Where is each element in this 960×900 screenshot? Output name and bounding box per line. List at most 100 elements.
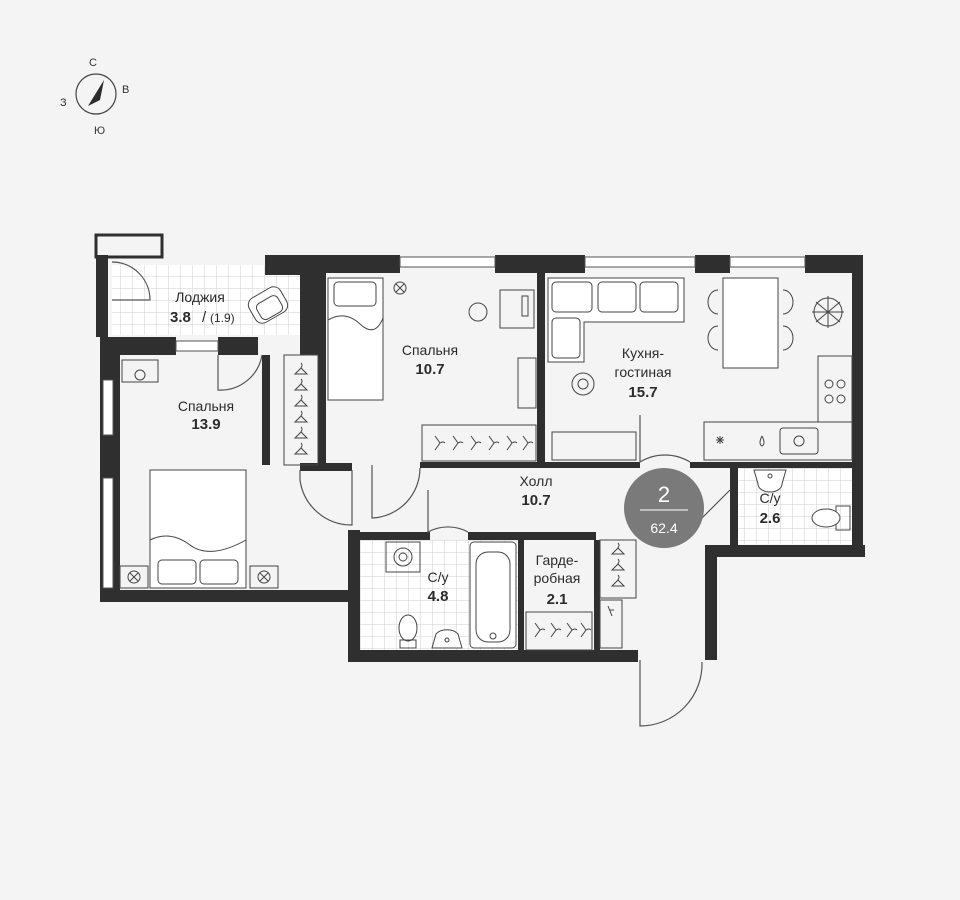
windows bbox=[102, 256, 806, 589]
hanger-icons-1 bbox=[294, 362, 308, 455]
wall-south-2 bbox=[348, 650, 638, 662]
wall-south-east bbox=[705, 545, 865, 557]
room-area: 10.7 bbox=[521, 492, 550, 509]
window-loggia-door bbox=[175, 340, 219, 352]
door-bathroom-main bbox=[427, 490, 469, 534]
umbrella-icon bbox=[607, 605, 614, 617]
room-wardrobe: Гарде- робная 2.1 bbox=[534, 552, 581, 608]
wardrobe-closet-2 bbox=[421, 424, 537, 462]
room-name-line2: гостиная bbox=[615, 364, 672, 380]
window-bedroom-small bbox=[399, 256, 496, 268]
room-area-note: (1.9) bbox=[210, 311, 235, 325]
armchair-icon bbox=[247, 286, 289, 324]
wall-bedroom-north-1 bbox=[100, 337, 176, 355]
room-kitchen-living: Кухня- гостиная 15.7 bbox=[615, 345, 672, 401]
room-area: 4.8 bbox=[428, 588, 449, 605]
furniture bbox=[119, 277, 853, 651]
kitchen-counter bbox=[703, 355, 853, 461]
wall-north-4 bbox=[695, 255, 730, 273]
sink-main-icon bbox=[431, 629, 463, 649]
room-area: 3.8 bbox=[170, 309, 191, 326]
hanger-icons-2 bbox=[434, 435, 534, 451]
wall-bath-west bbox=[348, 530, 360, 662]
desk-icon bbox=[468, 289, 535, 329]
double-bed-icon bbox=[149, 469, 247, 589]
window-bedroom-2 bbox=[102, 477, 114, 589]
total-area: 62.4 bbox=[650, 520, 677, 536]
wall-bedroom-north-2 bbox=[218, 337, 258, 355]
desk-chair-icon bbox=[121, 359, 159, 383]
wall-north-2 bbox=[320, 255, 400, 273]
wall-kitchen-divider bbox=[537, 273, 545, 463]
compass-west: З bbox=[60, 97, 67, 109]
room-area: 2.1 bbox=[547, 591, 568, 608]
wall-closet bbox=[262, 355, 270, 465]
shelf bbox=[517, 357, 537, 409]
room-hall: Холл 10.7 bbox=[520, 473, 553, 509]
coffee-table-icon bbox=[571, 372, 595, 396]
wall-loggia-east bbox=[300, 255, 322, 355]
entry-closet bbox=[599, 539, 637, 599]
compass-arrow-icon bbox=[88, 80, 104, 106]
wall-hall-2 bbox=[420, 462, 640, 468]
single-bed-icon bbox=[327, 277, 384, 401]
room-loggia: Лоджия 3.8 / (1.9) bbox=[170, 289, 235, 326]
room-bathroom-small: С/у 2.6 bbox=[760, 490, 781, 527]
room-area: 15.7 bbox=[628, 384, 657, 401]
room-name: С/у bbox=[428, 569, 449, 585]
compass-south: Ю bbox=[94, 125, 105, 137]
room-area: 2.6 bbox=[760, 510, 781, 527]
room-name: Холл bbox=[520, 473, 553, 489]
dining-table-icon bbox=[707, 277, 794, 369]
loggia-pillar bbox=[94, 233, 164, 259]
compass-east: В bbox=[122, 84, 129, 96]
door-kitchen bbox=[639, 415, 691, 464]
door-loggia bbox=[111, 261, 151, 301]
fridge-icon bbox=[716, 436, 724, 444]
wall-hall-1 bbox=[300, 463, 352, 471]
tv-stand bbox=[551, 431, 637, 461]
hanger-icons-3 bbox=[534, 622, 592, 638]
wardrobe-closet-1 bbox=[283, 354, 319, 466]
room-name-line1: Гарде- bbox=[536, 552, 579, 568]
wardrobe-rack bbox=[525, 611, 593, 651]
compass-ring bbox=[75, 73, 117, 115]
room-bedroom-small: Спальня 10.7 bbox=[402, 342, 458, 378]
wall-bedroom-divider bbox=[318, 273, 326, 463]
wall-wardrobe-east bbox=[594, 540, 600, 652]
door-bedroom-large bbox=[217, 354, 263, 391]
loggia-west-wall bbox=[96, 255, 108, 337]
door-bedroom-small bbox=[371, 465, 421, 519]
wall-hall-3 bbox=[690, 462, 852, 468]
room-name: Лоджия bbox=[175, 289, 225, 305]
window-bedroom-1 bbox=[102, 379, 114, 436]
toilet-icon bbox=[811, 505, 851, 531]
window-kitchen-1 bbox=[584, 256, 696, 268]
door-bedroom-large-2 bbox=[299, 470, 353, 526]
wall-north-5 bbox=[805, 255, 863, 273]
water-icon bbox=[759, 435, 765, 447]
walls bbox=[94, 233, 865, 662]
badge-circle bbox=[624, 468, 704, 548]
wall-south-1 bbox=[100, 590, 350, 602]
window-kitchen-2 bbox=[729, 256, 806, 268]
wall-entry-east bbox=[705, 545, 717, 660]
room-bedroom-large: Спальня 13.9 bbox=[178, 398, 234, 433]
summary-badge: 2 62.4 bbox=[624, 468, 704, 548]
door-entrance bbox=[639, 660, 703, 727]
plant-icon bbox=[812, 296, 844, 328]
compass-north: С bbox=[89, 57, 97, 69]
wall-bath-north-2 bbox=[468, 532, 596, 540]
bathtub-icon bbox=[469, 541, 517, 649]
shoe-rack bbox=[599, 599, 623, 649]
wall-wardrobe-west bbox=[518, 540, 524, 652]
sofa-icon bbox=[547, 277, 685, 363]
hanger-icons-4 bbox=[611, 542, 625, 587]
room-name: С/у bbox=[760, 490, 781, 506]
room-name: Спальня bbox=[402, 342, 458, 358]
bathroom-small-floor bbox=[738, 466, 852, 544]
room-bathroom-main: С/у 4.8 bbox=[428, 569, 449, 605]
room-name-line1: Кухня- bbox=[622, 345, 664, 361]
lamp-icon bbox=[393, 281, 407, 295]
